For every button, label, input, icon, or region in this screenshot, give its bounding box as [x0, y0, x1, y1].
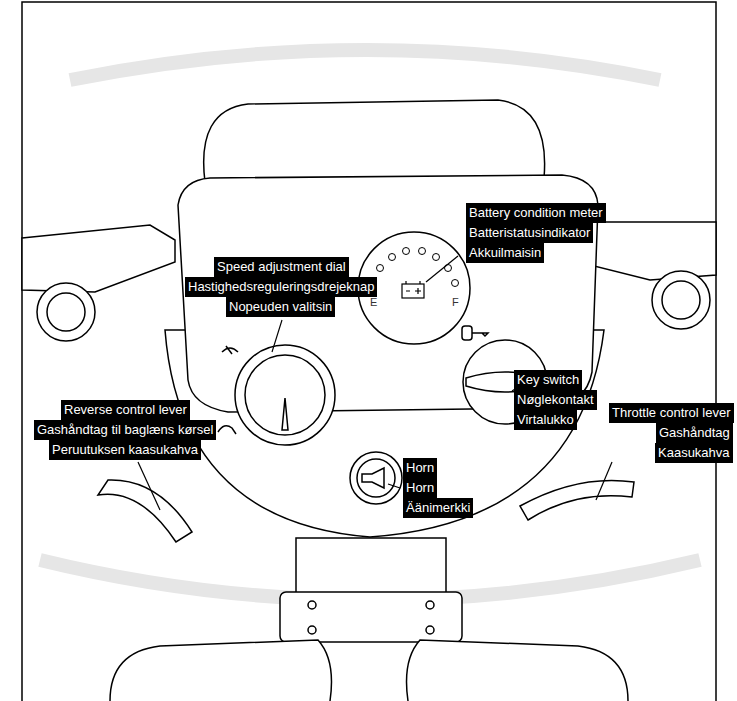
part-label: Throttle control lever	[609, 403, 734, 423]
gauge-mark: F	[452, 296, 459, 308]
part-label-finnish: Akkuilmaisin	[466, 243, 544, 263]
background-shading	[40, 50, 700, 600]
frame	[22, 2, 716, 701]
speed-dial	[218, 345, 335, 445]
steering-column	[110, 538, 628, 701]
part-label-danish: Nøglekontakt	[514, 390, 597, 410]
part-label: Key switch	[514, 370, 582, 390]
part-label: Reverse control lever	[61, 400, 190, 420]
part-label-finnish: Kaasukahva	[655, 443, 733, 463]
part-label: Speed adjustment dial	[214, 257, 349, 277]
part-label: Horn	[403, 458, 437, 478]
gauge-mark: E	[370, 296, 377, 308]
horn-button	[350, 452, 402, 504]
part-label-finnish: Virtalukko	[514, 410, 577, 430]
leader-lines	[138, 256, 612, 510]
part-label-finnish: Nopeuden valitsin	[226, 297, 335, 317]
part-label-finnish: Äänimerkki	[403, 498, 473, 518]
part-label-danish: Batteristatusindikator	[466, 223, 593, 243]
console-body	[165, 100, 604, 537]
part-label-danish: Gashåndtag til baglæns kørsel	[34, 420, 216, 440]
part-label-danish: Hastighedsreguleringsdrejeknap	[185, 277, 377, 297]
part-label: Battery condition meter	[466, 203, 606, 223]
part-label-danish: Horn	[403, 478, 437, 498]
part-label-danish: Gashåndtag	[656, 423, 733, 443]
part-label-finnish: Peruutuksen kaasukahva	[49, 440, 201, 460]
